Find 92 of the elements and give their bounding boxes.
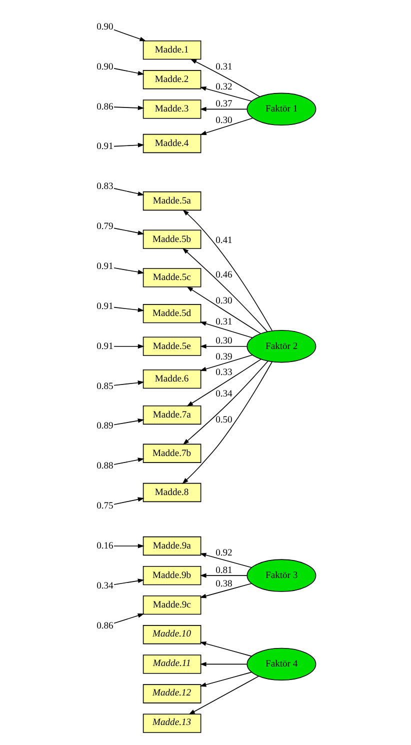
node-box: Madde.12 xyxy=(142,684,201,704)
arrow xyxy=(113,418,144,426)
edge-label: 0.91 xyxy=(96,260,113,272)
arrow xyxy=(199,322,252,338)
node-box: Madde.13 xyxy=(142,714,201,733)
node-box: Madde.5e xyxy=(142,336,201,356)
edge-label: 0.88 xyxy=(96,460,113,472)
arrow xyxy=(186,358,261,406)
edge-label: 0.32 xyxy=(215,82,232,93)
edge-label: 0.41 xyxy=(215,235,232,246)
arrow xyxy=(199,583,252,598)
arrow xyxy=(190,58,260,98)
edge-label: 0.34 xyxy=(215,388,232,400)
edge-label: 0.38 xyxy=(215,578,232,590)
edge-label: 0.91 xyxy=(96,300,113,312)
arrow xyxy=(199,106,247,112)
node-box: Madde.5a xyxy=(142,191,201,211)
node-box: Madde.7a xyxy=(142,405,201,425)
arrow xyxy=(113,380,144,386)
arrow xyxy=(182,248,268,332)
node-box: Madde.9c xyxy=(142,596,201,615)
node-box: Madde.10 xyxy=(142,625,201,644)
arrow xyxy=(113,142,144,148)
node-box: Madde.5c xyxy=(142,268,201,288)
arrow xyxy=(199,672,252,687)
edge-label: 0.81 xyxy=(215,564,232,576)
arrow xyxy=(113,458,144,465)
edge-label: 0.79 xyxy=(96,221,113,232)
edge-label: 0.30 xyxy=(215,115,232,126)
arrow xyxy=(188,676,258,715)
node-box: Madde.5d xyxy=(142,304,201,324)
edge-label: 0.46 xyxy=(215,269,232,280)
arrow xyxy=(182,361,272,484)
edge-label: 0.83 xyxy=(96,181,113,192)
edge-label: 0.91 xyxy=(96,141,113,152)
arrow xyxy=(113,613,144,624)
arrow xyxy=(113,68,144,76)
arrow xyxy=(113,306,144,312)
edge-label: 0.31 xyxy=(215,62,232,73)
node-box: Madde.1 xyxy=(142,40,201,60)
edge-label: 0.50 xyxy=(215,414,232,426)
arrow xyxy=(199,642,252,657)
node-ellipse: Faktör 1 xyxy=(246,92,316,126)
node-box: Madde.5b xyxy=(142,230,201,249)
arrow xyxy=(199,354,252,372)
edge-label: 0.34 xyxy=(96,580,113,592)
edge-label: 0.30 xyxy=(215,296,232,307)
node-box: Madde.9b xyxy=(142,566,201,586)
edge-label: 0.75 xyxy=(96,500,113,512)
edge-label: 0.90 xyxy=(96,21,113,32)
edge-label: 0.86 xyxy=(96,620,113,632)
arrow xyxy=(199,118,253,136)
arrow xyxy=(113,188,144,196)
arrow xyxy=(199,662,247,666)
arrow xyxy=(113,228,144,236)
node-box: Madde.3 xyxy=(142,100,201,119)
arrow xyxy=(113,344,144,349)
node-box: Madde.7b xyxy=(142,444,201,463)
edge-label: 0.16 xyxy=(96,540,113,552)
edge-label: 0.31 xyxy=(215,316,232,328)
arrow xyxy=(113,268,144,274)
node-box: Madde.2 xyxy=(142,70,201,90)
edge-label: 0.33 xyxy=(215,366,232,378)
node-box: Madde.8 xyxy=(142,482,201,502)
node-box: Madde.9a xyxy=(142,536,201,556)
edge-label: 0.91 xyxy=(96,340,113,352)
arrow xyxy=(186,286,261,334)
edge-label: 0.30 xyxy=(215,336,232,347)
node-ellipse: Faktör 2 xyxy=(246,330,316,363)
arrow xyxy=(199,344,247,349)
arrow xyxy=(113,106,144,110)
arrow xyxy=(113,544,144,548)
edge-label: 0.39 xyxy=(215,352,232,363)
arrow xyxy=(182,210,272,332)
node-box: Madde.4 xyxy=(142,134,201,154)
edge-label: 0.37 xyxy=(215,98,232,110)
arrow xyxy=(113,578,144,586)
node-ellipse: Faktör 3 xyxy=(246,559,316,592)
arrow xyxy=(113,497,144,505)
edge-label: 0.86 xyxy=(96,101,113,112)
edge-label: 0.85 xyxy=(96,380,113,392)
edge-label: 0.89 xyxy=(96,420,113,432)
edge-label: 0.90 xyxy=(96,61,113,72)
node-ellipse: Faktör 4 xyxy=(246,648,316,681)
arrow xyxy=(182,360,268,445)
arrow xyxy=(199,573,247,578)
arrow xyxy=(199,552,252,568)
arrow xyxy=(113,29,146,42)
edge-label: 0.92 xyxy=(215,547,232,558)
node-box: Madde.11 xyxy=(142,654,201,674)
node-box: Madde.6 xyxy=(142,370,201,389)
arrow xyxy=(199,86,252,102)
